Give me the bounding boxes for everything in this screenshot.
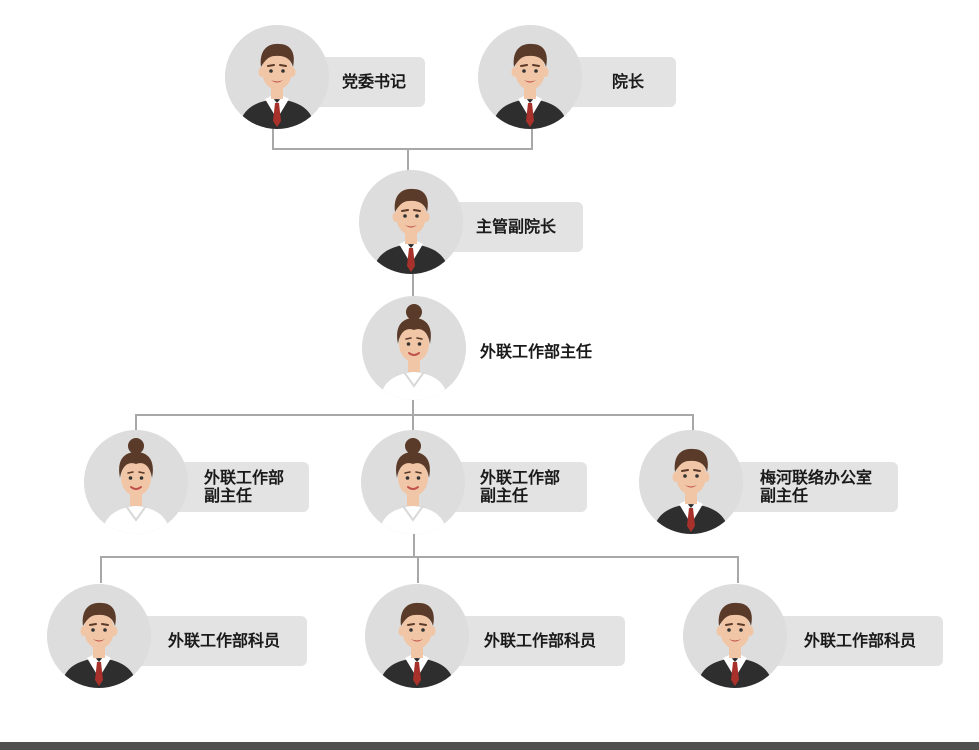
man-avatar-icon [225,25,329,129]
role-text: 院长 [612,72,645,91]
role-label-deputy-director-2: 外联工作部 副主任 [440,462,587,512]
woman-avatar-icon [84,430,188,534]
role-label-staff-3: 外联工作部科员 [762,616,943,666]
role-label-staff-2: 外联工作部科员 [444,616,625,666]
role-text-line-1: 梅河联络办公室 [760,468,873,487]
role-text: 外联工作部主任 [480,342,593,361]
role-text-line-2: 副主任 [480,486,529,505]
man-avatar-icon [478,25,582,129]
role-text: 党委书记 [342,72,407,91]
woman-avatar-icon [362,296,466,400]
man-avatar-icon [683,584,787,688]
connector-top-leaders [272,125,533,150]
role-text-line-1: 外联工作部 [480,468,561,487]
role-text: 外联工作部科员 [804,631,917,650]
woman-avatar-icon [361,430,465,534]
bottom-bar [0,742,979,750]
role-text-line-1: 外联工作部 [204,468,285,487]
role-label-staff-1: 外联工作部科员 [126,616,307,666]
role-text: 主管副院长 [476,217,557,236]
role-text-line-2: 副主任 [760,486,809,505]
man-avatar-icon [359,170,463,274]
connector-staff [100,556,739,583]
role-text: 外联工作部科员 [168,631,281,650]
connector-deputies [135,414,694,433]
role-text-line-2: 副主任 [204,486,253,505]
man-avatar-icon [639,430,743,534]
role-text: 外联工作部科员 [484,631,597,650]
man-avatar-icon [47,584,151,688]
man-avatar-icon [365,584,469,688]
role-label-meihe-deputy-director: 梅河联络办公室 副主任 [720,462,898,512]
role-label-dept-director: 外联工作部主任 [460,329,610,375]
